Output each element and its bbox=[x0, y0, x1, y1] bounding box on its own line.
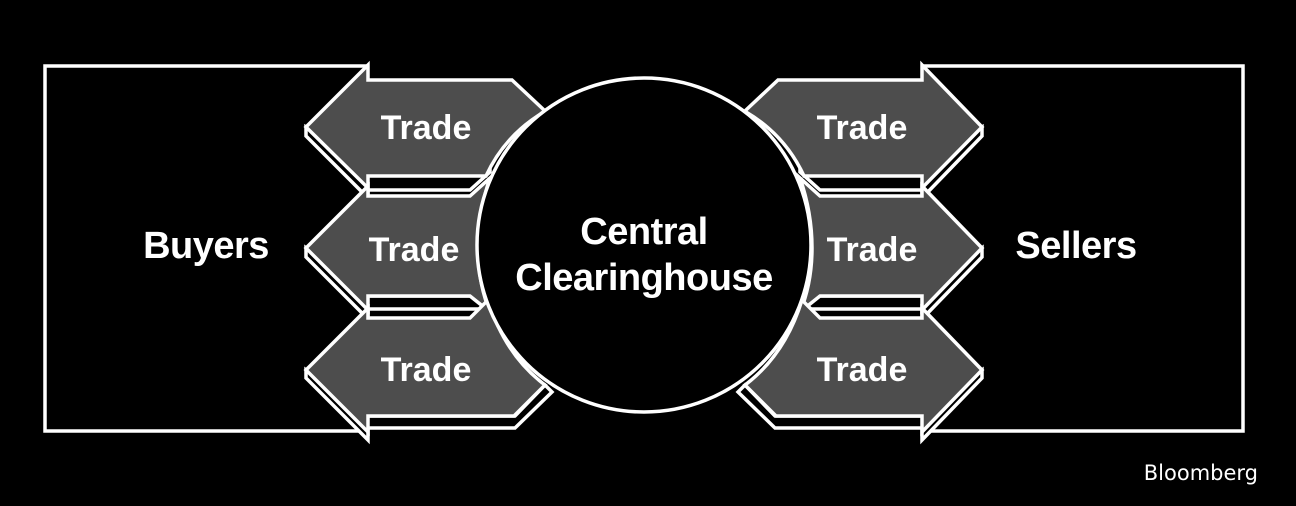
center-label-line1: Central bbox=[580, 211, 707, 253]
clearinghouse-circle bbox=[475, 76, 813, 414]
trade-label-right-bottom: Trade bbox=[817, 351, 908, 389]
sellers-box bbox=[922, 64, 1245, 433]
trade-label-left-top: Trade bbox=[381, 109, 472, 147]
left-arrow-top bbox=[303, 60, 546, 203]
trade-label-right-top: Trade bbox=[817, 109, 908, 147]
right-arrow-bottom bbox=[735, 296, 985, 445]
left-arrow-bottom bbox=[303, 296, 555, 445]
sellers-label: Sellers bbox=[1015, 225, 1136, 267]
right-arrow-top bbox=[744, 60, 985, 203]
buyers-label: Buyers bbox=[143, 225, 269, 267]
trade-label-right-middle: Trade bbox=[827, 231, 918, 269]
center-label-line2: Clearinghouse bbox=[515, 257, 772, 299]
bloomberg-credit: Bloomberg bbox=[1144, 461, 1258, 485]
trade-label-left-middle: Trade bbox=[369, 231, 460, 269]
buyers-box bbox=[43, 64, 368, 433]
trade-label-left-bottom: Trade bbox=[381, 351, 472, 389]
